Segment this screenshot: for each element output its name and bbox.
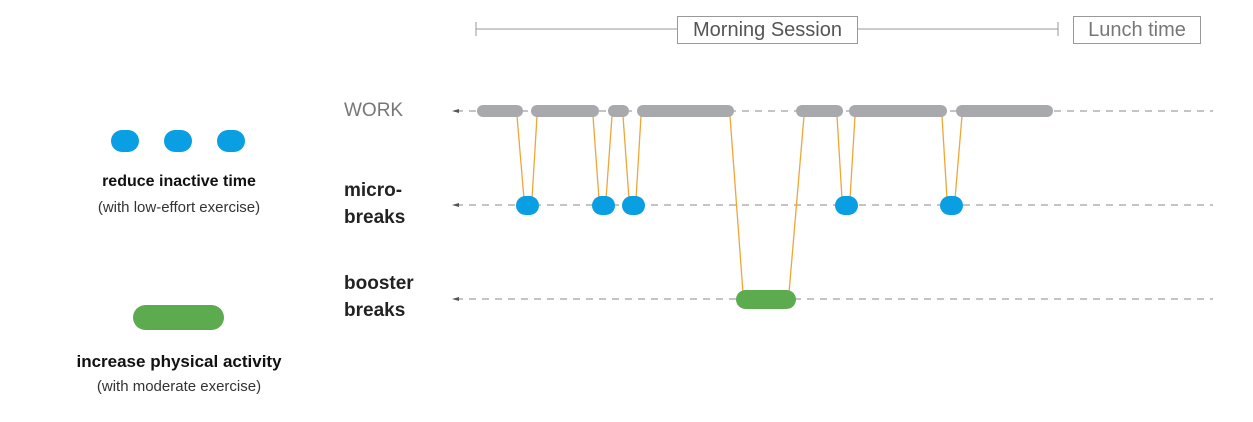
- work-segment: [608, 105, 629, 117]
- row-label-micro-line1: micro-: [344, 180, 403, 201]
- connector-line: [729, 115, 744, 294]
- legend-micro-subtitle: (with low-effort exercise): [97, 199, 261, 216]
- micro-break: [516, 196, 539, 215]
- micro-break: [592, 196, 615, 215]
- connector-line: [849, 115, 856, 200]
- micro-break-dot-2: [164, 130, 192, 152]
- legend-micro-title: reduce inactive time: [102, 173, 256, 190]
- micro-track-arrowhead: [452, 203, 459, 207]
- legend-booster-bar: [133, 305, 224, 330]
- connector-line: [592, 115, 600, 200]
- connector-line: [622, 115, 630, 200]
- work-segment: [849, 105, 947, 117]
- work-segment: [637, 105, 734, 117]
- connector-line: [605, 115, 613, 200]
- micro-break: [622, 196, 645, 215]
- legend-booster-subtitle: (with moderate exercise): [96, 378, 262, 395]
- row-label-booster-line2: breaks: [344, 300, 406, 321]
- micro-break-dot-3: [217, 130, 245, 152]
- connector-line: [516, 115, 525, 200]
- work-segment: [796, 105, 843, 117]
- connector-line: [941, 115, 948, 200]
- work-segment: [956, 105, 1053, 117]
- lunch-time-label: Lunch time: [1073, 16, 1201, 44]
- connector-line: [836, 115, 843, 200]
- row-label-work: WORK: [344, 100, 404, 121]
- connector-line: [788, 115, 805, 294]
- morning-session-label: Morning Session: [677, 16, 858, 44]
- work-segment: [531, 105, 599, 117]
- micro-break: [940, 196, 963, 215]
- work-track-arrowhead: [452, 109, 459, 113]
- work-segment: [477, 105, 523, 117]
- booster-track-arrowhead: [452, 297, 459, 301]
- booster-break: [736, 290, 796, 309]
- row-label-micro-line2: breaks: [344, 207, 406, 228]
- legend-booster-title: increase physical activity: [76, 352, 282, 371]
- micro-break-dot-1: [111, 130, 139, 152]
- connector-line: [531, 115, 538, 200]
- connector-line: [635, 115, 642, 200]
- micro-break: [835, 196, 858, 215]
- connector-line: [954, 115, 963, 200]
- row-label-booster-line1: booster: [344, 273, 414, 294]
